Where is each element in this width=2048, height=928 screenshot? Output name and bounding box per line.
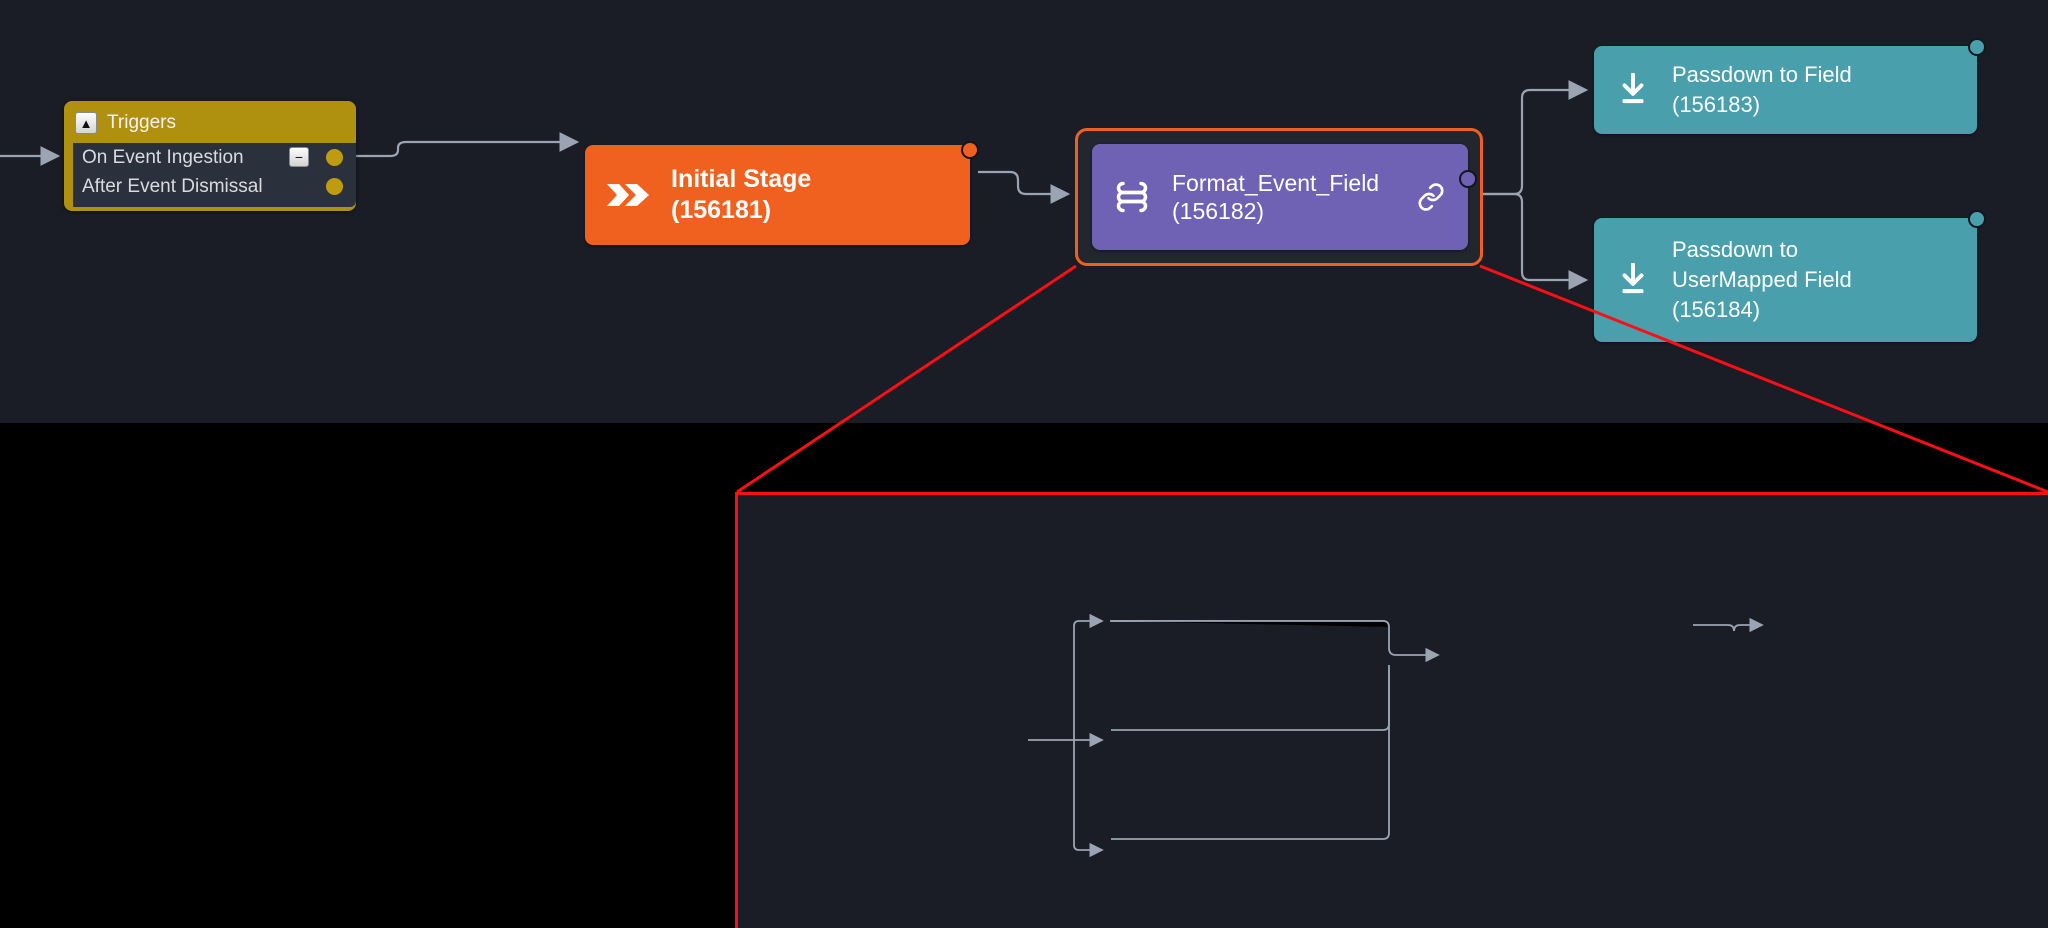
edge-mapping-combine xyxy=(1111,620,1440,663)
trigger-row-after-event-dismissal[interactable]: After Event Dismissal xyxy=(73,172,356,201)
detail-edges-layer xyxy=(1028,613,1764,858)
edge-row-combine xyxy=(1111,665,1390,731)
node-initial-stage[interactable]: Initial Stage (156181) xyxy=(585,141,979,245)
node-labels: Format_Event_Field (156182) xyxy=(1172,169,1379,225)
node-passdown-to-field[interactable]: Passdown to Field (156183) xyxy=(1594,38,1986,134)
detail-canvas[interactable]: Kevin_Format_Event_Field Update Fields M… xyxy=(738,495,2048,928)
output-port[interactable] xyxy=(1968,210,1986,228)
top-edges-layer xyxy=(0,80,1589,290)
node-title: Passdown to Field xyxy=(1672,62,1852,88)
trigger-output-port[interactable] xyxy=(326,178,343,195)
link-icon[interactable] xyxy=(1416,182,1446,217)
trigger-row-on-event-ingestion[interactable]: On Event Ingestion − xyxy=(73,143,356,172)
node-subtitle: (156183) xyxy=(1672,92,1761,117)
edge-combine-update xyxy=(1693,617,1764,633)
double-chevron-icon xyxy=(585,180,671,210)
node-title-line2: UserMapped Field xyxy=(1672,267,1852,293)
command-icon xyxy=(1092,179,1172,215)
detail-panel[interactable]: Kevin_Format_Event_Field Update Fields M… xyxy=(735,492,2048,928)
edge-triggers-initial xyxy=(348,132,580,158)
node-format-event-field[interactable]: Format_Event_Field (156182) xyxy=(1092,144,1477,250)
trigger-output-port[interactable] xyxy=(326,149,343,166)
edge-kevin-col xyxy=(1073,740,1104,858)
edge-kevin-mapping xyxy=(1073,613,1104,740)
node-title: Format_Event_Field xyxy=(1172,169,1380,196)
edge-format-passdown2 xyxy=(1478,192,1589,290)
output-port[interactable] xyxy=(961,141,979,159)
edge-initial-format xyxy=(978,170,1071,204)
trigger-row-label: After Event Dismissal xyxy=(82,175,263,197)
output-port[interactable] xyxy=(1968,38,1986,56)
download-icon xyxy=(1594,73,1672,107)
edge-format-passdown1 xyxy=(1478,80,1589,196)
triggers-body: On Event Ingestion − After Event Dismiss… xyxy=(73,143,356,207)
minus-icon[interactable]: − xyxy=(289,147,309,167)
output-port[interactable] xyxy=(1459,170,1477,188)
chevron-up-icon[interactable]: ▲ xyxy=(75,112,97,134)
edge-col-combine xyxy=(1111,670,1390,840)
trigger-row-label: On Event Ingestion xyxy=(82,146,244,168)
download-icon xyxy=(1594,263,1672,297)
background-gap xyxy=(0,423,2048,492)
node-labels: Passdown to Field (156183) xyxy=(1672,60,1852,120)
triggers-title: Triggers xyxy=(107,112,176,133)
node-labels: Passdown to UserMapped Field (156184) xyxy=(1672,235,1852,325)
node-subtitle: (156181) xyxy=(671,196,772,224)
node-passdown-to-usermapped-field[interactable]: Passdown to UserMapped Field (156184) xyxy=(1594,210,1986,342)
top-canvas[interactable]: ▲ Triggers On Event Ingestion − After Ev… xyxy=(0,0,2048,423)
node-title-line1: Passdown to xyxy=(1672,237,1798,263)
node-title: Initial Stage xyxy=(671,165,812,194)
node-subtitle: (156182) xyxy=(1172,198,1265,224)
node-triggers[interactable]: ▲ Triggers On Event Ingestion − After Ev… xyxy=(64,101,356,211)
node-labels: Initial Stage (156181) xyxy=(671,164,811,226)
node-subtitle: (156184) xyxy=(1672,296,1761,322)
triggers-header[interactable]: ▲ Triggers xyxy=(66,103,354,143)
